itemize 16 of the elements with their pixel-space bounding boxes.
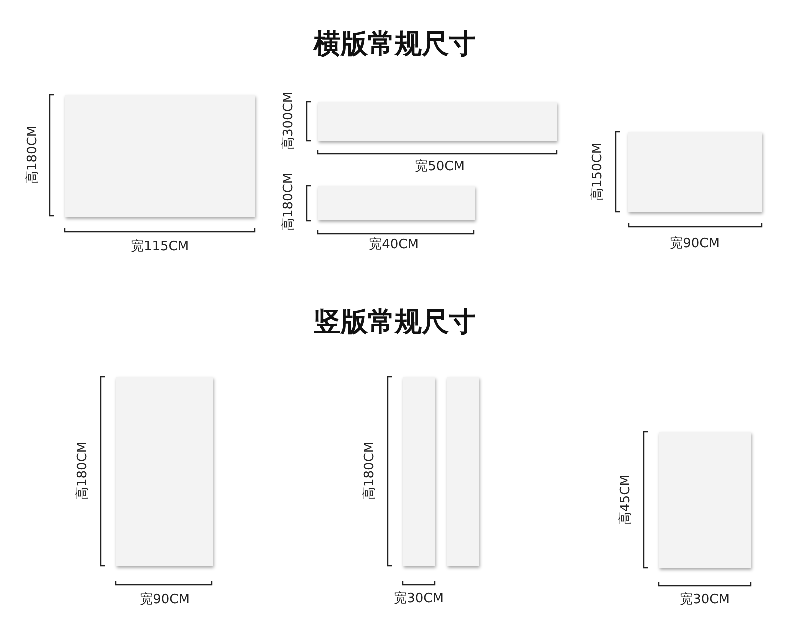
- dimension-label: 宽90CM: [670, 236, 720, 252]
- dimension-label: 高180CM: [76, 442, 90, 500]
- dimension-label: 宽30CM: [680, 592, 730, 608]
- section-title: 横版常规尺寸: [314, 29, 476, 61]
- dimension-label: 高45CM: [618, 475, 634, 525]
- dimension-label: 高150CM: [590, 142, 606, 202]
- dimension-label: 宽40CM: [369, 238, 419, 252]
- dimension-label: 宽30CM: [394, 592, 444, 606]
- dimension-label: 宽90CM: [140, 592, 190, 608]
- dimension-label: 高180CM: [362, 442, 378, 500]
- dimension-label: 宽50CM: [415, 160, 465, 174]
- dimension-label: 宽115CM: [130, 240, 190, 254]
- dimension-label: 高180CM: [26, 126, 40, 184]
- dimension-label: 高300CM: [282, 92, 296, 150]
- section-title: 竖版常规尺寸: [314, 307, 476, 339]
- dimension-label: 高180CM: [282, 172, 296, 232]
